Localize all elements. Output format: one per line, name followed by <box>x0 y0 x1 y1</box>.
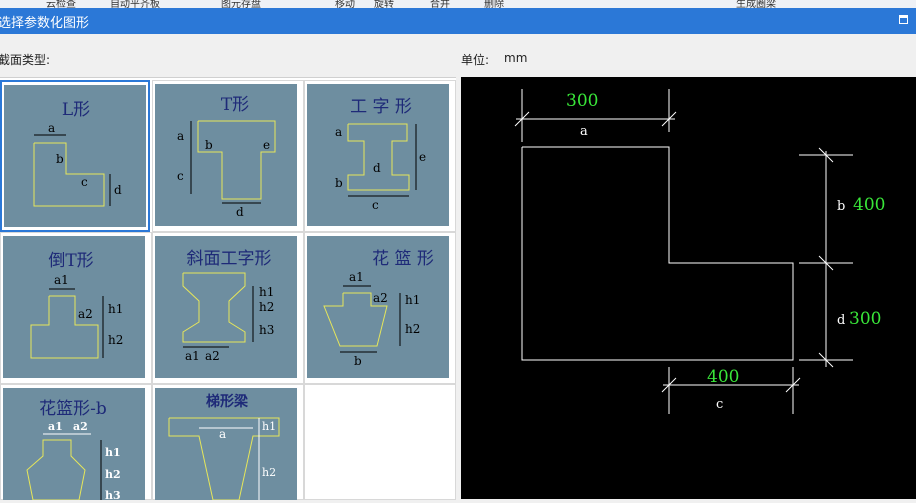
dim-value-d: 300 <box>849 309 881 329</box>
shape-name: 倒T形 <box>48 251 93 271</box>
svg-text:d: d <box>114 183 122 197</box>
toolbar-item[interactable]: 合并 <box>430 0 450 8</box>
svg-text:h1: h1 <box>105 446 121 459</box>
section-outline <box>521 146 794 361</box>
svg-text:a: a <box>177 129 184 143</box>
shape-option-i-beam[interactable]: 工 字 形 a e d b c <box>304 80 456 232</box>
svg-text:a: a <box>48 121 55 135</box>
svg-text:e: e <box>263 138 270 152</box>
dim-value-a: 300 <box>566 91 598 111</box>
svg-text:b: b <box>335 176 343 190</box>
svg-text:h3: h3 <box>105 489 121 500</box>
dialog-title: 选择参数化图形 <box>0 16 90 31</box>
svg-text:a1: a1 <box>54 273 69 287</box>
toolbar-item[interactable]: 旋转 <box>374 0 394 8</box>
svg-text:a1: a1 <box>349 270 364 284</box>
shape-option-sloped-i-beam[interactable]: 斜面工字形 h1 h2 h3 a1 a2 <box>152 232 304 384</box>
svg-text:e: e <box>419 150 426 164</box>
svg-text:a2: a2 <box>205 349 220 363</box>
maximize-icon[interactable] <box>899 15 908 24</box>
svg-text:a2: a2 <box>73 420 88 433</box>
toolbar-item[interactable]: 移动 <box>335 0 355 8</box>
svg-text:h3: h3 <box>259 323 274 337</box>
toolbar-item[interactable]: 自动平齐板 <box>110 0 160 8</box>
shape-name: 斜面工字形 <box>187 249 272 269</box>
svg-text:h2: h2 <box>108 333 123 347</box>
dim-value-b: 400 <box>853 195 885 215</box>
shape-name: 花篮形-b <box>39 399 107 419</box>
toolbar-item[interactable]: 云检查 <box>46 0 76 8</box>
shape-option-inverted-t[interactable]: 倒T形 a1 a2 h1 h2 <box>0 232 152 384</box>
shape-name: 工 字 形 <box>350 97 412 117</box>
svg-text:h1: h1 <box>108 302 123 316</box>
svg-text:a2: a2 <box>78 307 93 321</box>
dim-value-c: 400 <box>707 367 739 387</box>
svg-text:c: c <box>372 198 379 212</box>
svg-text:h2: h2 <box>105 468 121 481</box>
svg-text:a2: a2 <box>373 291 388 305</box>
shape-option-l[interactable]: L形 a b c d <box>0 80 150 232</box>
shape-name: L形 <box>62 100 90 120</box>
svg-text:h1: h1 <box>262 420 276 433</box>
svg-text:h1: h1 <box>405 293 420 307</box>
dim-label-b: b <box>837 199 845 214</box>
shape-option-flower-basket[interactable]: 花 篮 形 a1 a2 h1 h2 b <box>304 232 456 384</box>
svg-text:a: a <box>335 125 342 139</box>
toolbar-item[interactable]: 删除 <box>484 0 504 8</box>
toolbar-item[interactable]: 图元存盘 <box>221 0 261 8</box>
svg-text:c: c <box>81 175 88 189</box>
shape-option-t[interactable]: T形 a b e c d <box>152 80 304 232</box>
unit-value: mm <box>504 51 528 65</box>
dialog-titlebar[interactable]: 选择参数化图形 <box>0 8 916 34</box>
svg-text:d: d <box>373 161 381 175</box>
dim-label-a: a <box>580 124 588 139</box>
svg-text:h2: h2 <box>262 466 276 479</box>
svg-text:h1: h1 <box>259 285 274 299</box>
section-type-label: 截面类型: <box>0 53 51 67</box>
svg-text:h2: h2 <box>405 322 420 336</box>
shape-grid: L形 a b c d T形 a b e c d 工 字 形 <box>0 77 456 500</box>
unit-label: 单位: <box>461 53 490 67</box>
svg-text:c: c <box>177 169 184 183</box>
shape-grid-empty-cell <box>304 384 456 500</box>
shape-name: T形 <box>221 95 249 115</box>
svg-text:d: d <box>236 205 244 219</box>
shape-option-flower-basket-b[interactable]: 花篮形-b a1 a2 h1 h2 h3 <box>0 384 152 500</box>
dim-label-c: c <box>716 397 723 412</box>
toolbar-fragment: 云检查 自动平齐板 图元存盘 移动 旋转 合并 删除 生成圈梁 <box>0 0 916 8</box>
svg-text:a1: a1 <box>48 420 63 433</box>
dim-label-d: d <box>837 313 845 328</box>
toolbar-item[interactable]: 生成圈梁 <box>736 0 776 8</box>
svg-text:h2: h2 <box>259 300 274 314</box>
shape-name: 梯形梁 <box>206 393 249 410</box>
svg-text:a1: a1 <box>185 349 200 363</box>
svg-text:b: b <box>205 138 213 152</box>
svg-text:b: b <box>56 152 64 166</box>
shape-name: 花 篮 形 <box>372 249 434 269</box>
svg-text:b: b <box>354 354 362 368</box>
shape-option-trapezoid-beam[interactable]: 梯形梁 a h1 h2 <box>152 384 304 500</box>
svg-text:a: a <box>219 427 226 441</box>
section-preview: 300 a b 400 d 300 400 c <box>461 77 916 499</box>
